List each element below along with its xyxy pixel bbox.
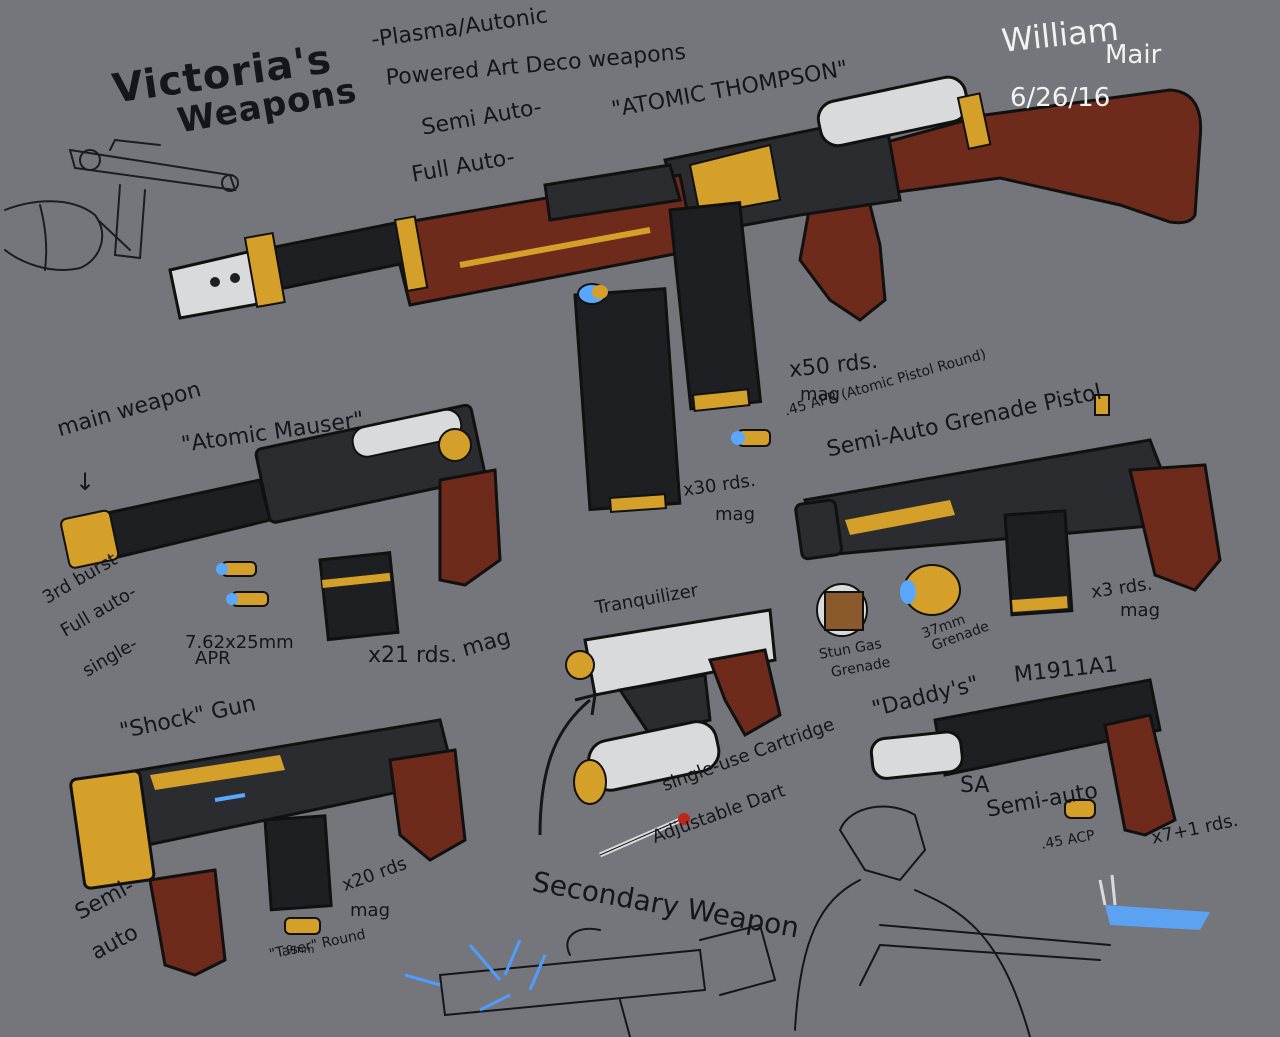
mauser-rounds-icon xyxy=(216,561,269,607)
mauser-mag: x21 rds. xyxy=(368,643,458,668)
grenade-pistol-illustration xyxy=(794,394,1222,617)
thompson-mag-large-unit: mag xyxy=(800,384,840,405)
m1911-grip xyxy=(1103,713,1177,837)
shock-gun-front-grip xyxy=(148,868,227,977)
main-weapon-arrow: ↓ xyxy=(75,468,96,496)
m1911a1-illustration xyxy=(869,678,1177,837)
atomic-thompson-illustration xyxy=(168,75,1203,413)
stun-gas-grenade-icon xyxy=(816,583,868,637)
tranquilizer-cartridge-icon xyxy=(573,720,721,805)
shock-gun-rear-grip xyxy=(388,748,467,862)
shock-gun-illustration xyxy=(69,718,467,977)
thompson-spare-magazine xyxy=(573,283,682,514)
37mm-grenade-icon xyxy=(900,564,961,616)
mauser-ammo-line1: 7.62x25mm xyxy=(185,632,294,653)
m1911-mode-short: SA xyxy=(960,773,990,798)
thompson-mag-small-unit: mag xyxy=(715,504,755,525)
taser-round-icon xyxy=(284,917,321,935)
muzzle-flash-left xyxy=(404,939,547,1012)
tranquilizer-illustration xyxy=(565,608,782,738)
mauser-ammo-line2: APR xyxy=(195,648,231,669)
artist-date: 6/26/16 xyxy=(1010,83,1111,113)
45-acp-round-icon xyxy=(1064,799,1096,819)
adjustable-dart-icon xyxy=(598,813,690,858)
apr-round-icon xyxy=(731,429,771,447)
tranquilizer-arrow xyxy=(538,692,597,836)
thompson-barrel xyxy=(258,220,412,294)
grenade-pistol-mag-unit: mag xyxy=(1120,600,1160,621)
thompson-stock xyxy=(863,88,1203,225)
artist-name-line2: Mair xyxy=(1105,40,1162,70)
grenade-pistol-grip xyxy=(1128,463,1222,592)
muzzle-flash-right xyxy=(1098,874,1210,930)
atomic-mauser-illustration xyxy=(60,403,502,642)
mauser-grip xyxy=(438,468,502,587)
taser-round-line1: 9mm xyxy=(286,943,315,956)
shock-gun-mag-unit: mag xyxy=(350,900,390,921)
tranquilizer-grip xyxy=(707,648,782,738)
action-sketches xyxy=(438,805,1111,1037)
pistol-sketch xyxy=(4,138,239,271)
